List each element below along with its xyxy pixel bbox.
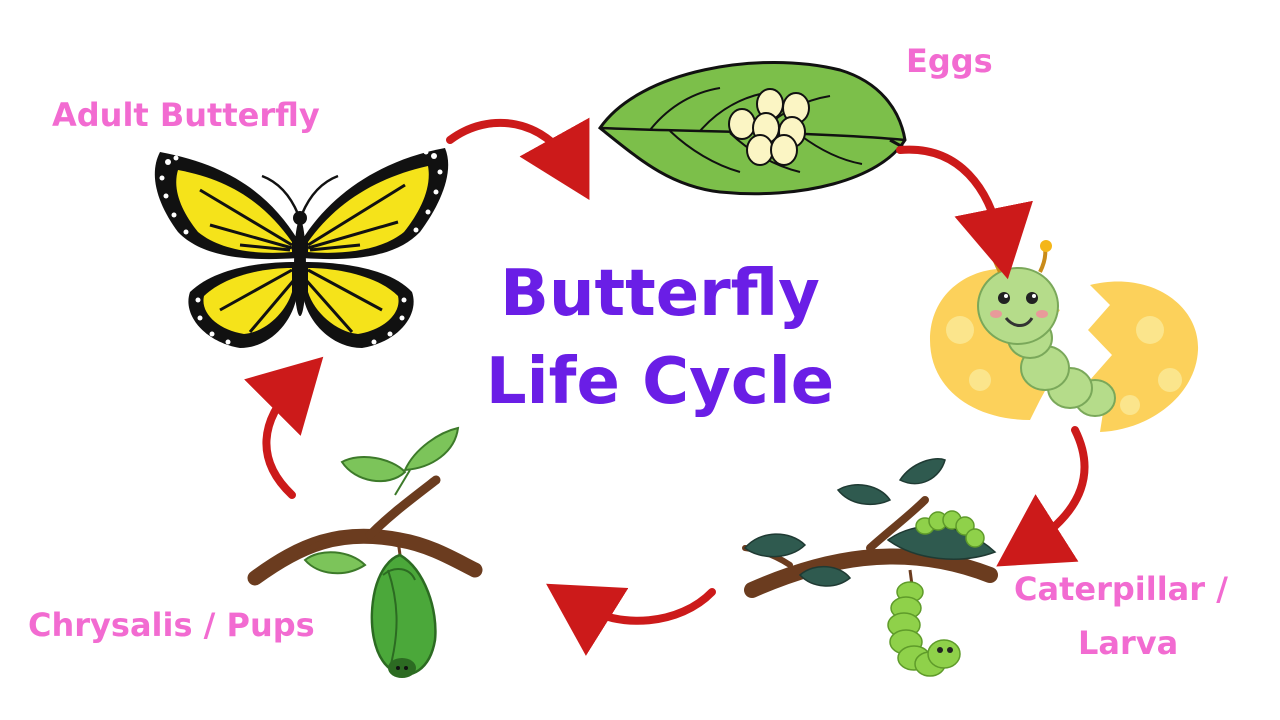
chrysalis-label: Chrysalis / Pups [28, 606, 315, 644]
chrysalis-on-branch-icon [247, 426, 483, 678]
caterpillar-label: Caterpillar / [1014, 570, 1228, 608]
larva-label: Larva [1078, 624, 1179, 662]
adult-butterfly-label: Adult Butterfly [52, 96, 320, 134]
leaf-with-eggs-icon [597, 60, 913, 196]
eggs-label: Eggs [906, 42, 993, 80]
diagram-title: Butterfly Life Cycle [400, 250, 920, 426]
cycle-arrow-icon [244, 117, 1089, 656]
caterpillar-on-branch-icon [742, 458, 998, 677]
butterfly-icon [154, 148, 449, 348]
title-line-2: Life Cycle [485, 345, 835, 419]
title-line-1: Butterfly [500, 257, 820, 331]
hatching-caterpillar-icon [930, 240, 1199, 432]
